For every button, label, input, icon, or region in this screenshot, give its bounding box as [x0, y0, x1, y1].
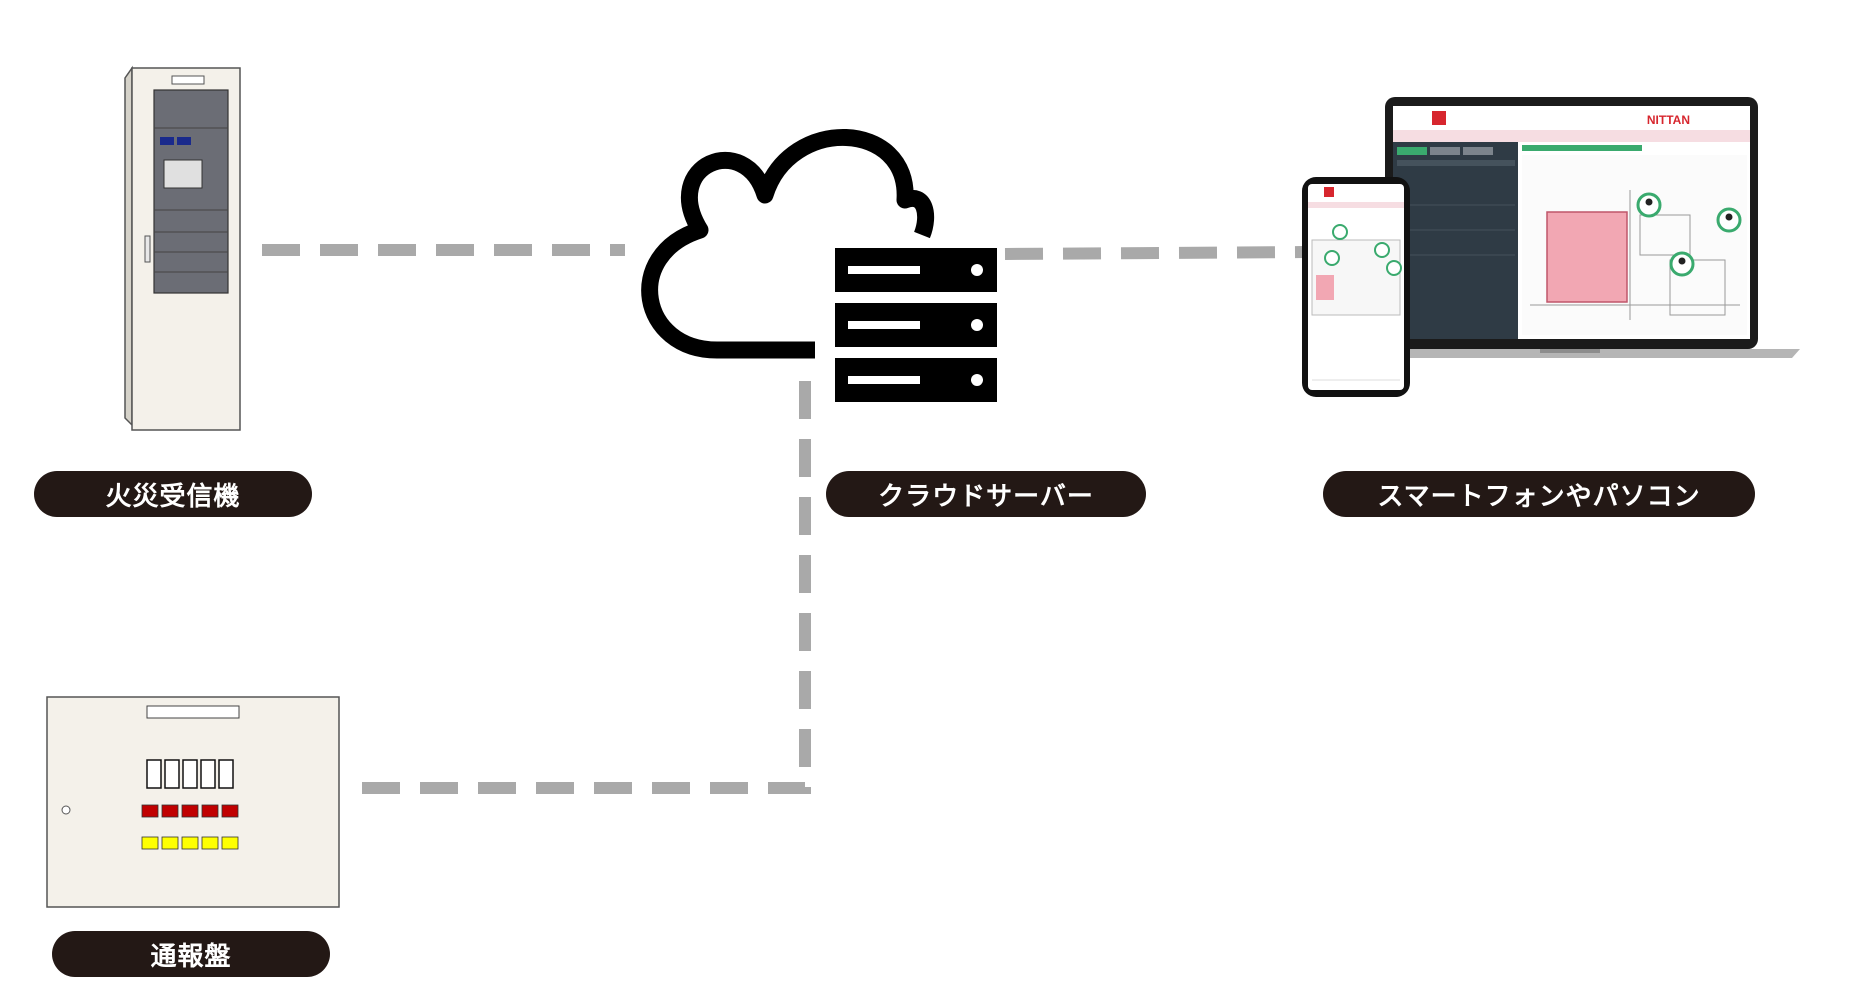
- fire-receiver-cabinet: [124, 65, 241, 431]
- smartphone-icon: [1302, 177, 1410, 397]
- connector-server-devices: [1004, 246, 1306, 260]
- alarm-panel-box: [46, 696, 340, 908]
- label-alarm-panel: 通報盤: [52, 931, 330, 977]
- label-smartphone-pc: スマートフォンやパソコン: [1323, 471, 1755, 517]
- label-fire-receiver: 火災受信機: [34, 471, 312, 517]
- laptop-brand: NITTAN: [1647, 113, 1690, 127]
- server-rack-icon: [835, 248, 997, 402]
- label-cloud-server: クラウドサーバー: [826, 471, 1146, 517]
- brand-logo-icon: [1432, 111, 1446, 125]
- cloud-icon: [641, 128, 935, 359]
- connector-panel-server: [362, 375, 811, 794]
- connector-lines: [262, 244, 1306, 794]
- laptop-icon: NITTAN: [1375, 97, 1800, 358]
